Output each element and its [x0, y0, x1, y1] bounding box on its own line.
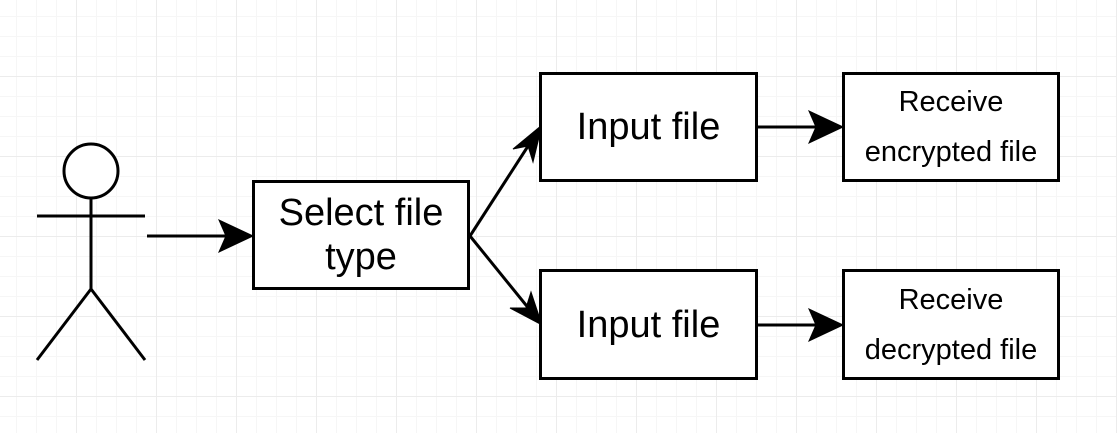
arrowhead-select-to-input-bottom	[509, 290, 543, 327]
receive-decrypted-box: Receive decrypted file	[842, 269, 1060, 380]
arrowhead-actor-to-select	[218, 218, 255, 254]
receive-decrypted-line2: decrypted file	[864, 333, 1038, 366]
receive-encrypted-line1: Receive	[898, 86, 1004, 118]
input-file-label-top: Input file	[576, 106, 721, 148]
input-file-box-bottom: Input file	[539, 269, 758, 380]
arrowhead-input-bottom-to-receive-bottom	[808, 307, 845, 343]
arrowhead-input-top-to-receive-top	[808, 109, 845, 145]
input-file-label-bottom: Input file	[576, 303, 721, 346]
select-file-type-label: Select file type	[278, 192, 444, 278]
select-file-type-box: Select file type	[252, 180, 470, 290]
arrowhead-select-to-input-top	[512, 123, 543, 164]
receive-decrypted-line1: Receive	[898, 283, 1004, 316]
receive-encrypted-box: Receive encrypted file	[842, 72, 1060, 182]
arrow-select-to-input-top	[468, 142, 532, 237]
receive-encrypted-line2: encrypted file	[864, 136, 1038, 168]
actor-icon	[35, 142, 147, 361]
arrow-select-to-input-bottom	[468, 235, 532, 311]
input-file-box-top: Input file	[539, 72, 758, 182]
